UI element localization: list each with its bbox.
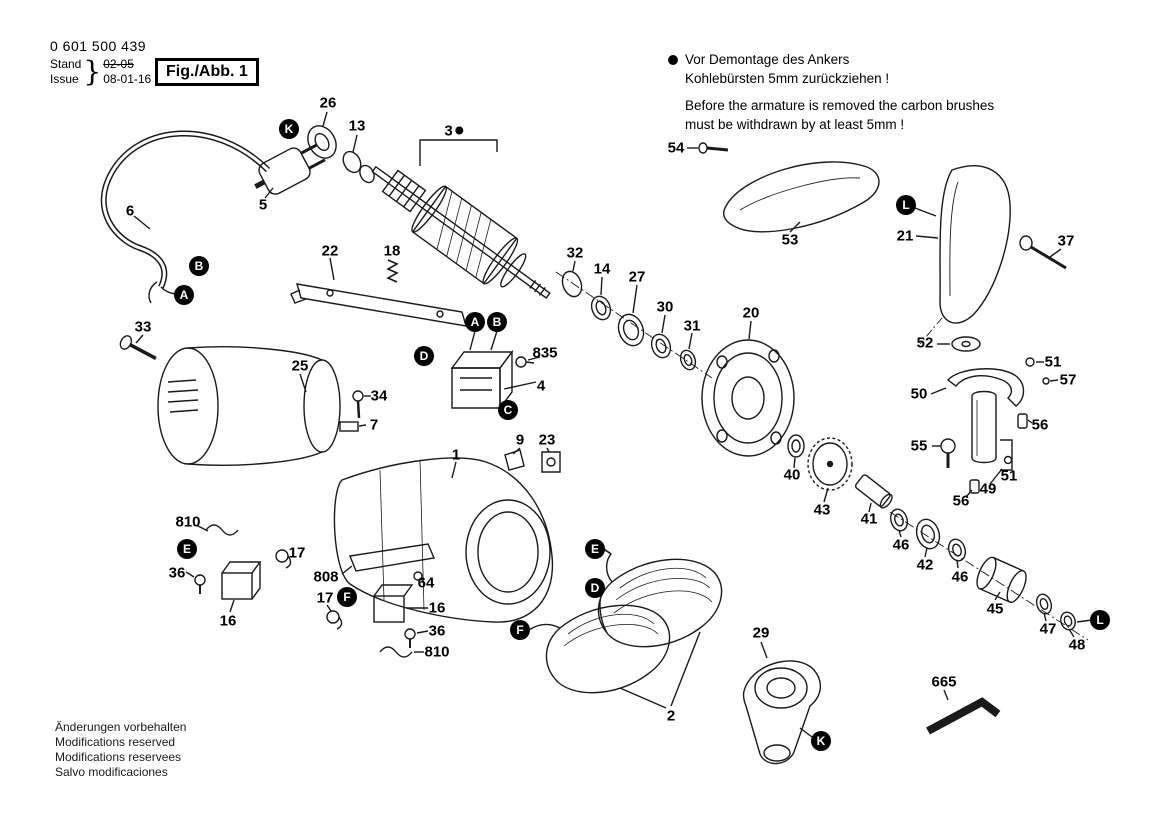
cone-cover-shape: [742, 660, 821, 765]
bullet-icon: [668, 54, 678, 65]
pinion-shape: [854, 474, 893, 509]
notice-de-line2: Kohlebürsten 5mm zurückziehen !: [685, 71, 890, 86]
spring-shape: [386, 259, 399, 283]
armature-shape: [371, 165, 551, 300]
footer-line-de: Änderungen vorbehalten: [55, 720, 187, 734]
bearing-flange-shape: [701, 339, 795, 457]
stand-label: Stand: [50, 57, 82, 71]
allen-key-shape: [926, 697, 1001, 735]
gear-shape: [807, 437, 853, 491]
issue-block: Stand Issue } 02-05 08-01-16: [50, 57, 151, 87]
notice-de-line1: Vor Demontage des Ankers: [685, 52, 850, 67]
clamp-shape: [946, 368, 1025, 407]
footer-notes: Änderungen vorbehalten Modifications res…: [55, 720, 186, 780]
footer-line-en: Modifications reserved: [55, 735, 176, 749]
field-coil-shape: [528, 548, 723, 694]
document-number: 0 601 500 439: [50, 38, 147, 54]
stand-date: 02-05: [103, 57, 134, 71]
notice-en-line2: must be withdrawn by at least 5mm !: [685, 117, 905, 132]
handle-half-shape: [722, 161, 880, 233]
figure-label: Fig./Abb. 1: [155, 58, 259, 86]
issue-label: Issue: [50, 72, 79, 86]
switch-shape: [450, 349, 514, 411]
power-cord-shape: [100, 130, 271, 289]
notice-en-line1: Before the armature is removed the carbo…: [685, 98, 995, 113]
grommet-shape: [307, 125, 337, 159]
document-header: 0 601 500 439 Stand Issue } 02-05 08-01-…: [50, 38, 151, 87]
issue-date: 08-01-16: [103, 72, 152, 86]
handle-shell-shape: [939, 165, 1011, 324]
motor-housing-shape: [157, 346, 341, 466]
footer-line-es: Salvo modificaciones: [55, 765, 168, 779]
service-notice: Vor Demontage des Ankers Kohlebürsten 5m…: [668, 50, 994, 134]
brace-glyph: }: [83, 55, 102, 88]
bearing-sleeve-shape: [976, 556, 1027, 603]
brush-plate-shape: [296, 283, 467, 327]
footer-line-fr: Modifications reservees: [55, 750, 182, 764]
plate-shape: [349, 543, 435, 572]
plug-shape: [254, 143, 326, 195]
main-housing-shape: [333, 457, 554, 623]
